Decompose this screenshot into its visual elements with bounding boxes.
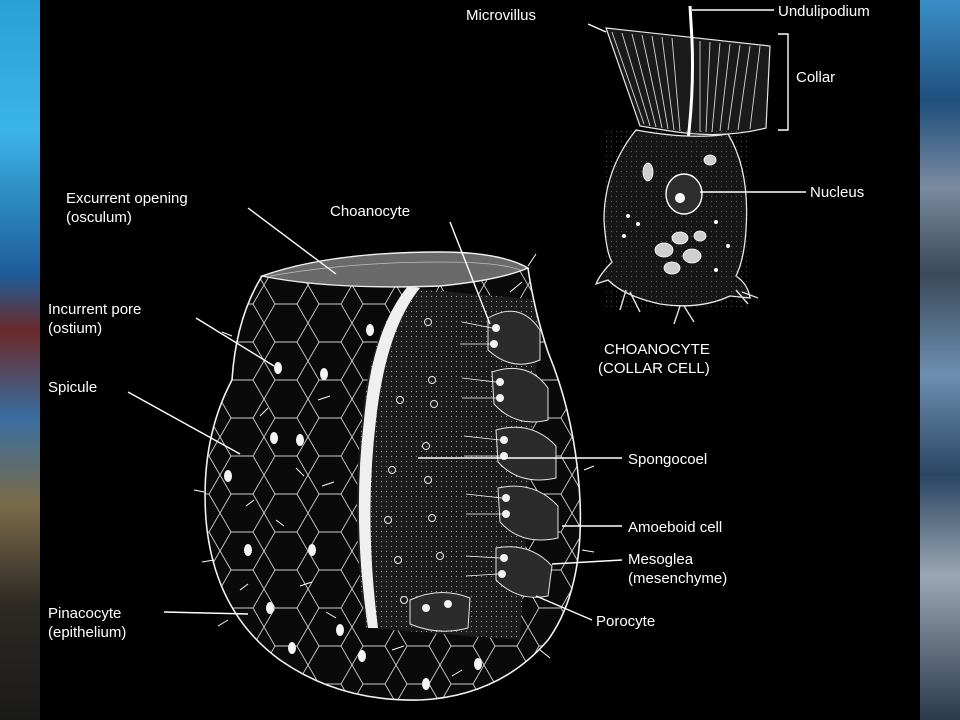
sponge-body (193, 251, 595, 701)
label-osculum: (osculum) (66, 209, 132, 226)
label-ostium: (ostium) (48, 320, 102, 337)
label-spongocoel: Spongocoel (628, 451, 707, 468)
flagella (460, 321, 503, 577)
label-microvillus: Microvillus (466, 7, 536, 24)
label-mesoglea: Mesoglea (628, 551, 694, 568)
label-porocyte: Porocyte (596, 613, 655, 630)
choanocyte-chambers (409, 310, 559, 632)
incurrent-pores (224, 324, 482, 690)
label-amoeboid-cell: Amoeboid cell (628, 519, 722, 536)
labels: Microvillus Undulipodium Collar Nucleus … (48, 3, 870, 641)
choanocyte-cells (422, 324, 510, 612)
label-collar-cell-title: (COLLAR CELL) (598, 360, 710, 377)
label-epithelium: (epithelium) (48, 624, 126, 641)
collar-cell-illustration (594, 5, 771, 325)
label-mesenchyme: (mesenchyme) (628, 570, 727, 587)
label-spicule: Spicule (48, 379, 97, 396)
left-photo-strip (0, 0, 40, 720)
label-choanocyte-title: CHOANOCYTE (604, 341, 710, 358)
label-collar: Collar (796, 69, 835, 86)
right-photo-strip (920, 0, 960, 720)
label-incurrent-pore: Incurrent pore (48, 301, 141, 318)
label-undulipodium: Undulipodium (778, 3, 870, 20)
label-pinacocyte: Pinacocyte (48, 605, 121, 622)
label-nucleus: Nucleus (810, 184, 864, 201)
label-choanocyte: Choanocyte (330, 203, 410, 220)
spicules (193, 253, 595, 677)
leader-lines (127, 9, 806, 621)
label-excurrent-opening: Excurrent opening (66, 190, 188, 207)
inner-wall-pores (384, 318, 444, 604)
